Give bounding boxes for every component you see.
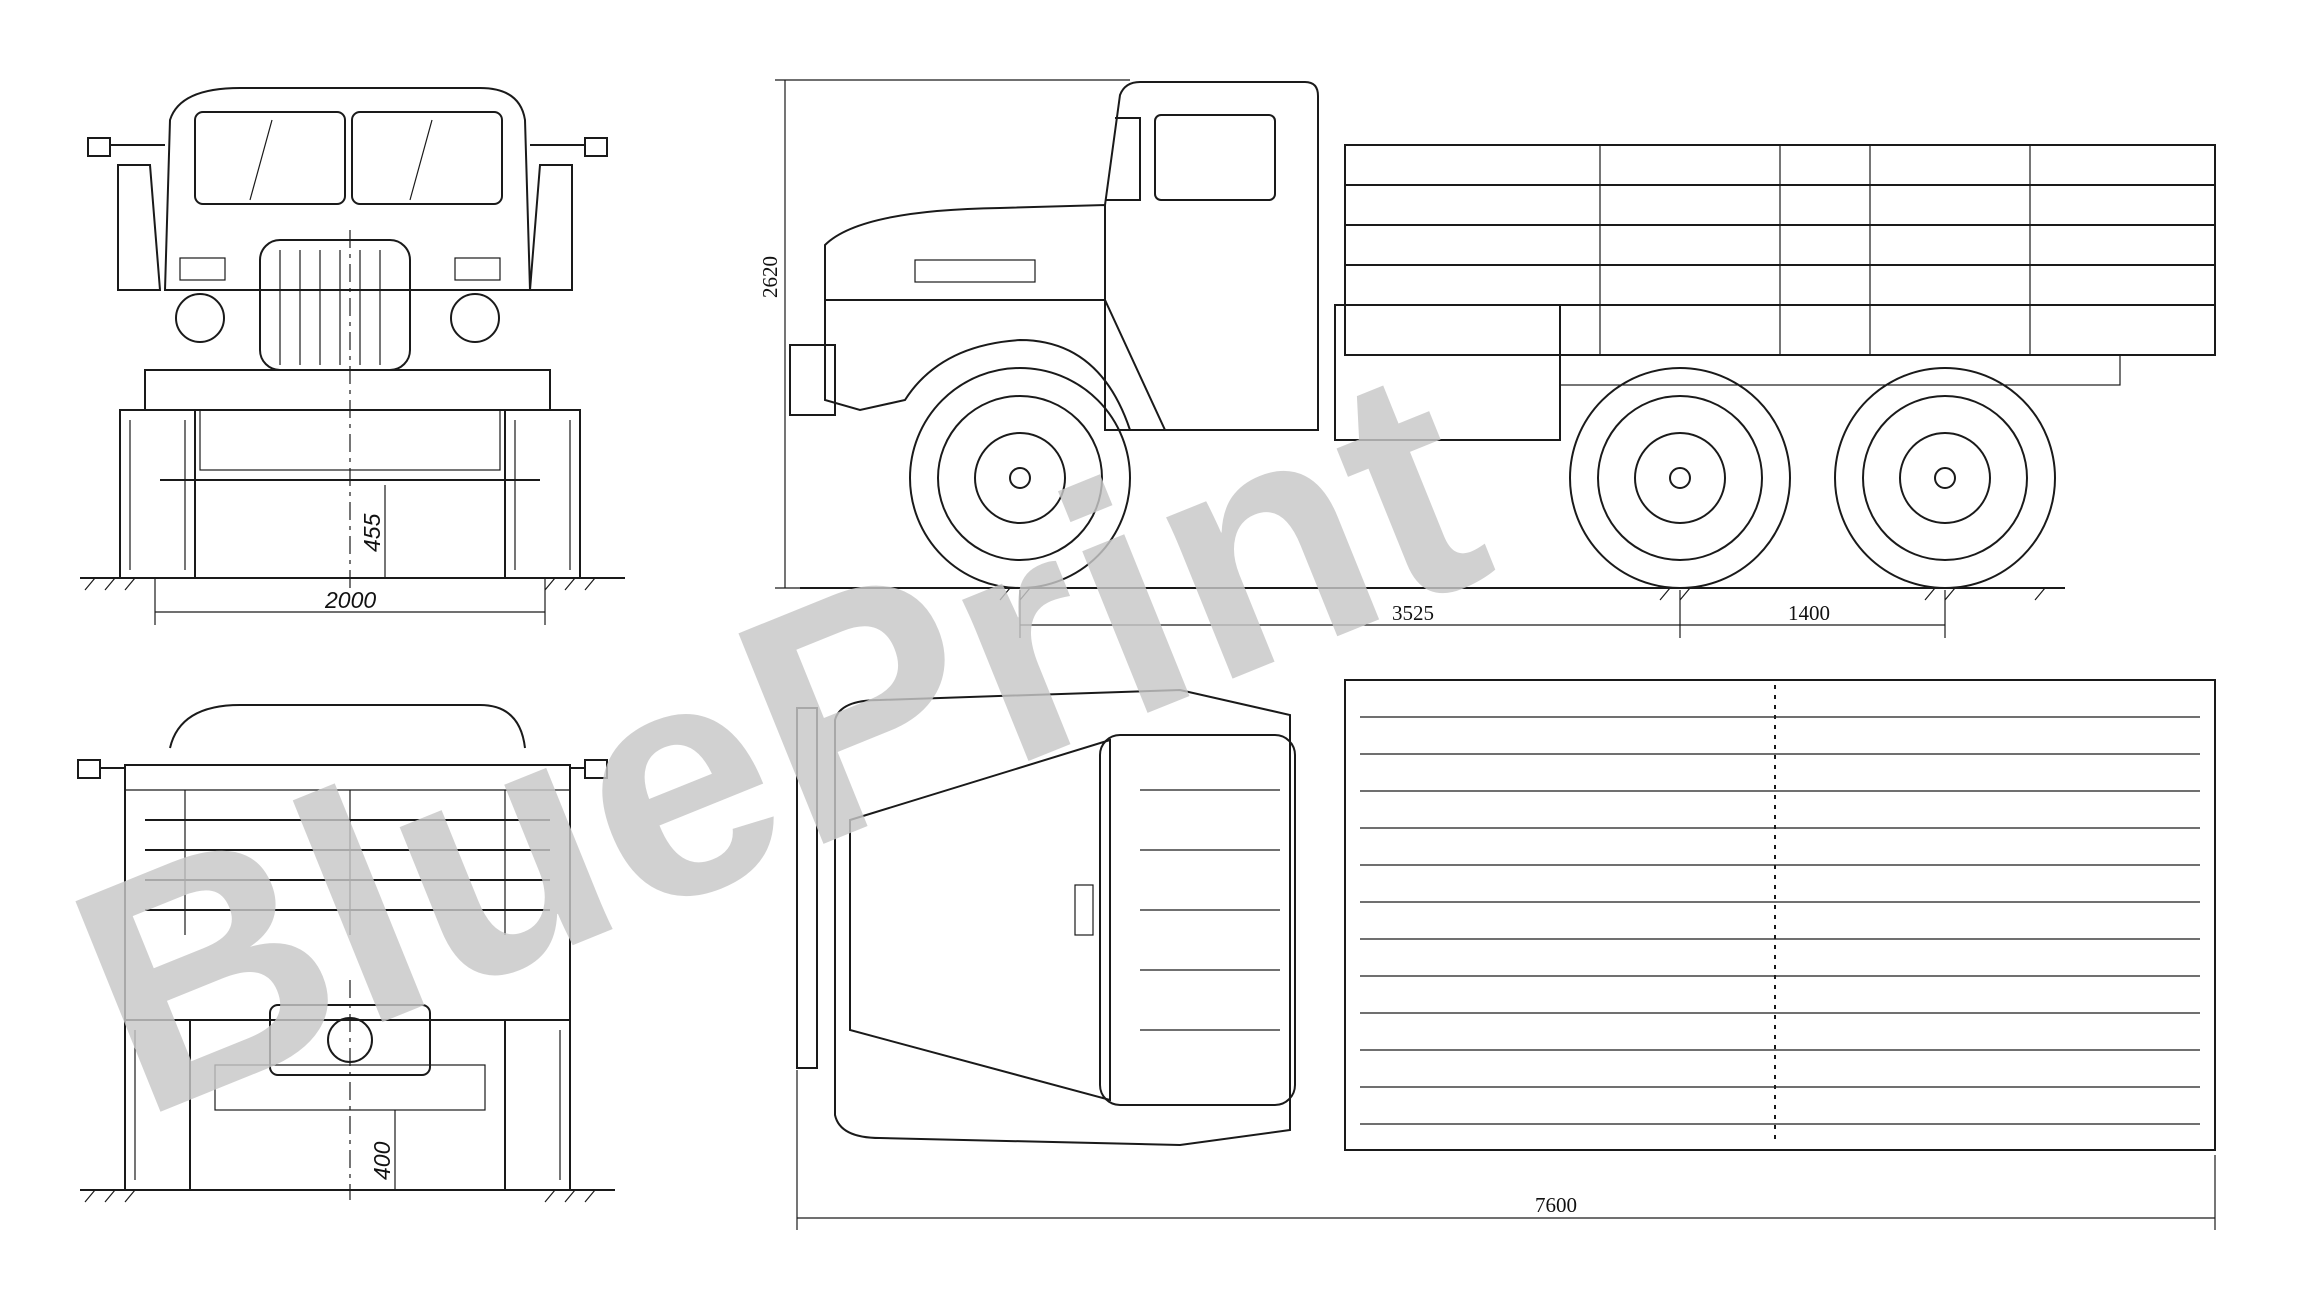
dim-side-height: 2620 (758, 256, 782, 298)
front-view (80, 87, 625, 591)
top-dimensions: 7600 (796, 1070, 2216, 1230)
side-dimensions: 2620 3525 1400 (758, 79, 1946, 638)
rear-view (77, 704, 615, 1203)
front-dimensions: 2000 455 (154, 485, 546, 625)
watermark: BluePrint (28, 293, 1526, 1185)
top-view (796, 679, 2216, 1151)
watermark-text: BluePrint (28, 293, 1526, 1185)
rear-wheel-1 (1569, 367, 1791, 589)
dim-side-rear-axles: 1400 (1788, 601, 1830, 625)
side-view (789, 81, 2216, 601)
dim-front-clearance: 455 (359, 513, 385, 552)
rear-dimensions: 400 (369, 1110, 396, 1190)
rear-wheel-2 (1834, 367, 2056, 589)
dim-rear-clearance: 400 (369, 1141, 395, 1180)
dim-front-track: 2000 (324, 587, 376, 613)
dim-side-wheelbase: 3525 (1392, 601, 1434, 625)
dim-top-length: 7600 (1535, 1193, 1577, 1217)
